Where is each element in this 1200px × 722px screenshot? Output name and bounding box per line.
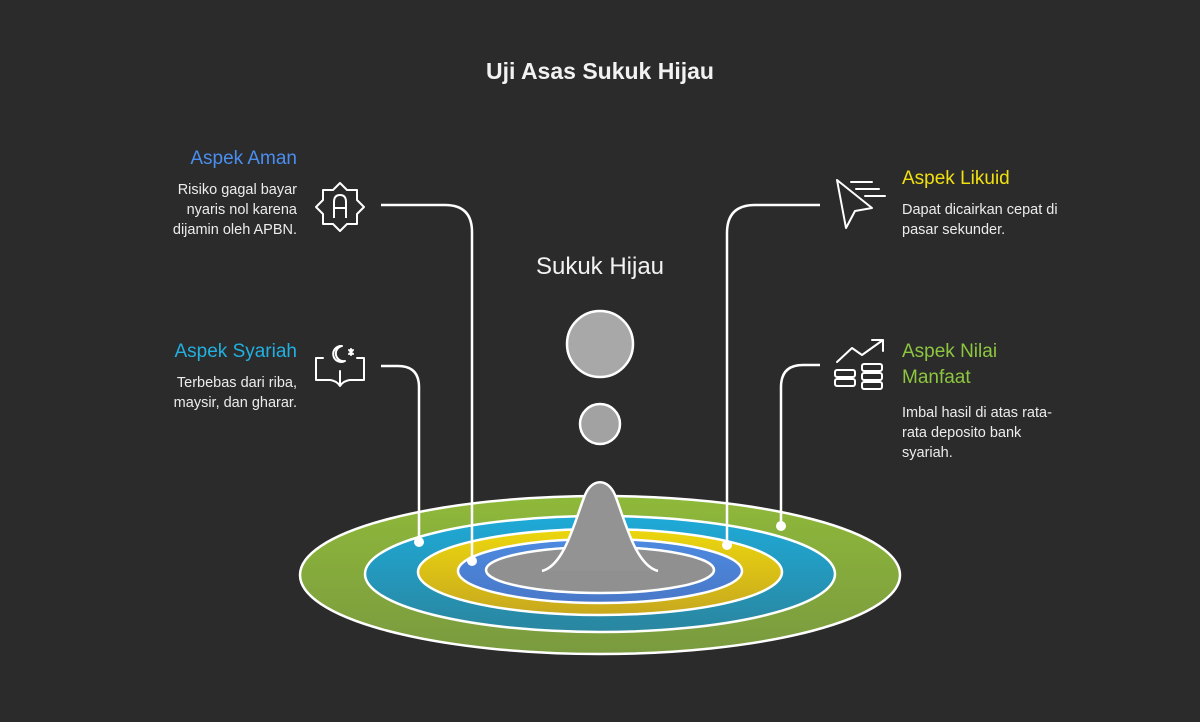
aspect-aman: Aspek Aman Risiko gagal bayar nyaris nol… [173,146,297,240]
growth-coins-icon [834,339,884,390]
drop-large [565,309,635,379]
connector-aman [381,203,474,560]
shield-a-icon [315,182,365,232]
drop-small [578,402,622,446]
center-label: Sukuk Hijau [535,253,665,280]
aspect-syariah-text: Terbebas dari riba, maysir, dan gharar. [173,375,297,411]
aspect-syariah: Aspek Syariah Terbebas dari riba, maysir… [174,339,297,413]
aspect-nilai-manfaat: Aspek Nilai Manfaat Imbal hasil di atas … [902,339,1052,463]
connector-syariah [381,364,421,541]
connector-likuid [725,203,820,544]
aspect-likuid: Aspek Likuid Dapat dicairkan cepat di pa… [902,166,1058,240]
connector-nilai-manfaat [779,363,820,525]
aspect-likuid-text: Dapat dicairkan cepat di pasar sekunder. [902,202,1058,238]
aspect-aman-text: Risiko gagal bayar nyaris nol karena dij… [172,182,297,238]
fast-cursor-icon [836,179,886,229]
aspect-aman-heading: Aspek Aman [190,148,297,169]
aspect-likuid-heading: Aspek Likuid [902,168,1010,189]
aspect-nilai-manfaat-text: Imbal hasil di atas rata- rata deposito … [902,405,1052,461]
diagram-title: Uji Asas Sukuk Hijau [486,58,714,84]
quran-crescent-icon [315,344,365,387]
drop-peak [542,482,658,571]
aspect-nilai-manfaat-heading: Aspek Nilai Manfaat [902,341,998,388]
aspect-syariah-heading: Aspek Syariah [174,341,297,362]
